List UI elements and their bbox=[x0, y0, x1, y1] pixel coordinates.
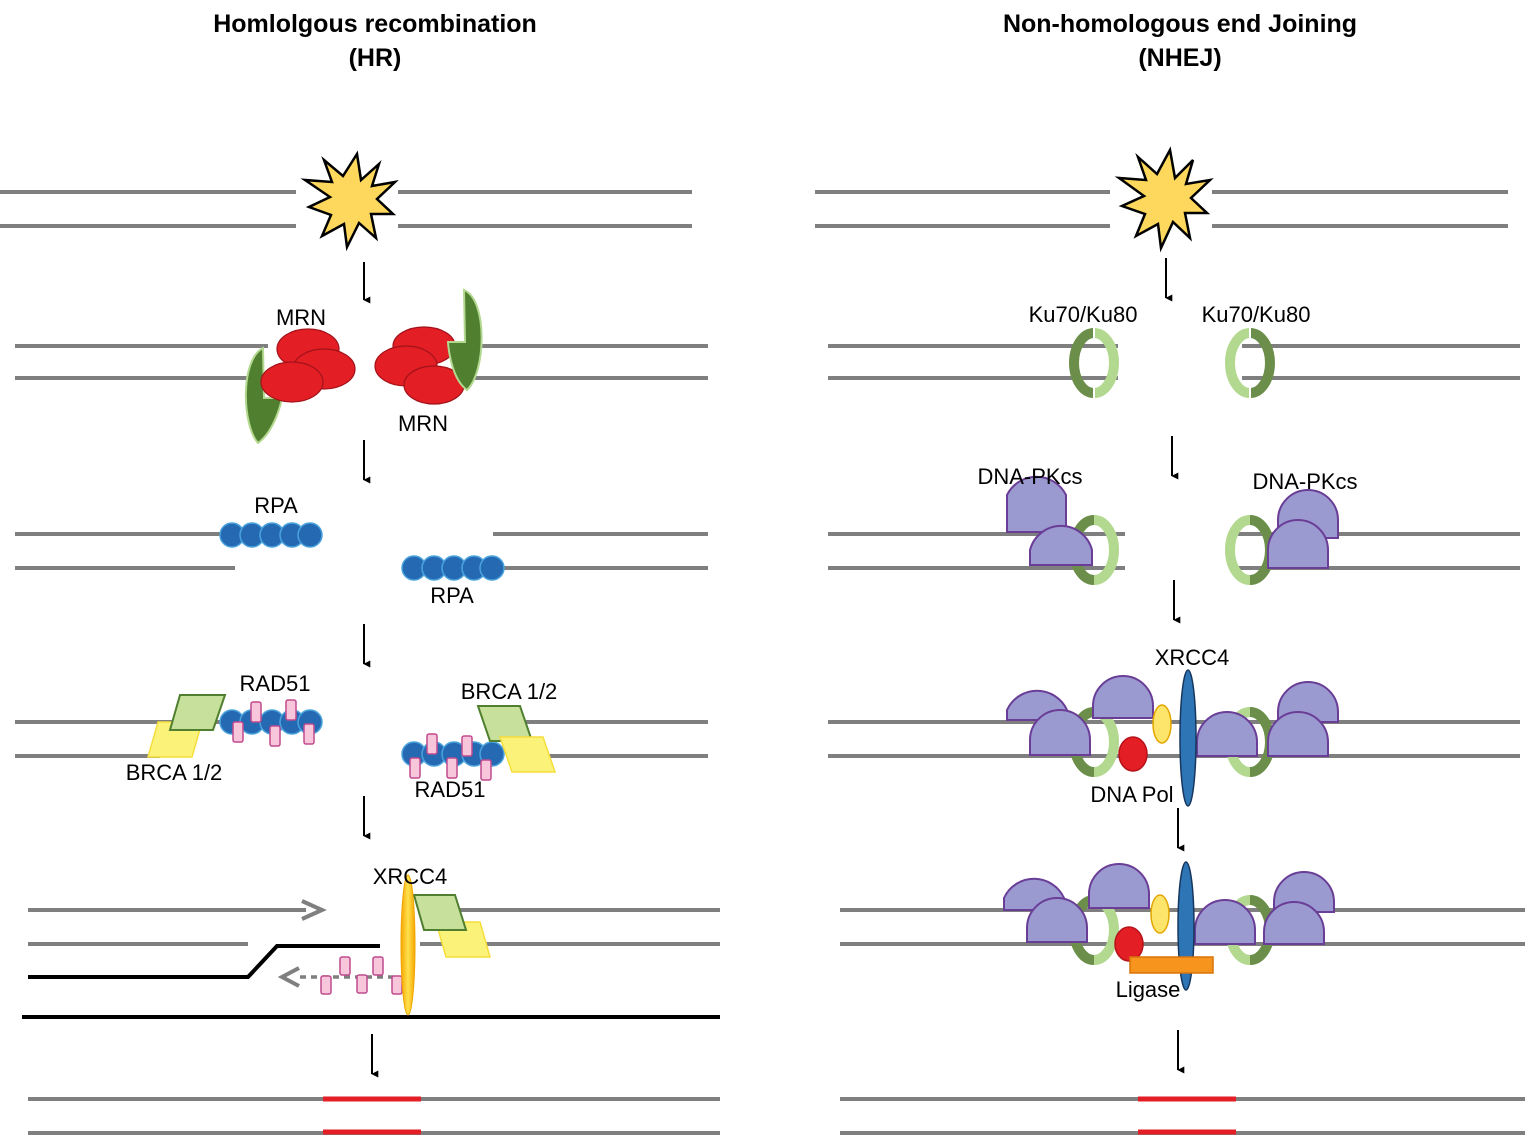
dnapk-label-left: DNA-PKcs bbox=[977, 464, 1082, 489]
nhej-step5-ligase: Ligase bbox=[840, 861, 1525, 1002]
hr-step4-rad51: RAD51 BRCA 1/2 BRCA 1/2 RAD51 bbox=[15, 671, 708, 802]
hr-step1-break bbox=[0, 150, 692, 252]
dna-pkcs-icon bbox=[1006, 475, 1067, 533]
dna-pkcs-icon bbox=[1194, 899, 1256, 945]
xrcc4-label-hr: XRCC4 bbox=[373, 864, 448, 889]
nhej-step4-xrcc4: XRCC4 DNA Pol bbox=[828, 645, 1520, 807]
rpa-chain-bottom bbox=[401, 555, 505, 581]
dna-pkcs-icon bbox=[1263, 901, 1325, 945]
dna-pkcs-icon bbox=[1088, 863, 1150, 909]
rad51-invasion bbox=[320, 956, 403, 995]
synthesis-arrow-icon bbox=[277, 966, 300, 988]
dnapk-label-right: DNA-PKcs bbox=[1252, 469, 1357, 494]
hr-step3-rpa: RPA RPA bbox=[15, 493, 708, 608]
dna-pkcs-icon bbox=[1026, 897, 1088, 943]
hr-title: Homlolgous recombination bbox=[213, 10, 537, 38]
mrn-oval-icon bbox=[260, 361, 324, 403]
damage-star-icon bbox=[300, 150, 399, 252]
xrcc4-bar-icon bbox=[400, 874, 416, 1016]
damage-star-icon bbox=[1114, 146, 1214, 253]
rad51-bottom bbox=[409, 733, 492, 781]
brca-label-right: BRCA 1/2 bbox=[461, 679, 558, 704]
xrcc4-partner-icon bbox=[1152, 704, 1172, 744]
mre11-leaf-right-icon bbox=[446, 288, 483, 392]
brca-yellow-right-icon bbox=[498, 736, 557, 773]
hr-step2-mrn: MRN MRN bbox=[15, 288, 708, 445]
nhej-step6-repaired bbox=[840, 1096, 1525, 1135]
rpa-label-bottom: RPA bbox=[430, 583, 474, 608]
hr-step5-invasion: XRCC4 bbox=[22, 864, 720, 1019]
ku-label-right: Ku70/Ku80 bbox=[1202, 302, 1311, 327]
extension-arrow-icon bbox=[301, 899, 327, 921]
mrn-label-bottom: MRN bbox=[398, 411, 448, 436]
mrn-label-top: MRN bbox=[276, 305, 326, 330]
ku-ring-right-icon bbox=[1225, 326, 1275, 400]
hr-step6-repaired bbox=[28, 1096, 720, 1135]
rpa-chain-top bbox=[219, 522, 323, 548]
dna-pkcs-icon bbox=[1196, 711, 1258, 757]
brca-green-right-icon bbox=[476, 705, 534, 742]
brca-label-left: BRCA 1/2 bbox=[126, 760, 223, 785]
dna-pol-icon bbox=[1118, 736, 1148, 772]
dna-pol-label: DNA Pol bbox=[1090, 782, 1173, 807]
rad51-top bbox=[232, 699, 315, 747]
ku-ring-right-icon bbox=[1225, 515, 1275, 585]
brca-green-left-icon bbox=[168, 694, 227, 731]
nhej-subtitle: (NHEJ) bbox=[1138, 44, 1221, 72]
ku-label-left: Ku70/Ku80 bbox=[1029, 302, 1138, 327]
hr-subtitle: (HR) bbox=[349, 44, 402, 72]
nhej-step2-ku: Ku70/Ku80 Ku70/Ku80 bbox=[828, 302, 1520, 400]
nhej-title: Non-homologous end Joining bbox=[1003, 10, 1357, 38]
rad51-label-bottom: RAD51 bbox=[415, 777, 486, 802]
xrcc4-bar-icon bbox=[1179, 669, 1197, 807]
nhej-step3-dnapk: DNA-PKcs DNA-PKcs bbox=[828, 464, 1520, 585]
ligase-label: Ligase bbox=[1116, 977, 1181, 1002]
ligase-bar-icon bbox=[1129, 956, 1214, 974]
ku-ring-left-icon bbox=[1069, 326, 1119, 400]
dna-pkcs-icon bbox=[1092, 675, 1154, 719]
dna-pkcs-icon bbox=[1029, 524, 1093, 566]
brca-green-icon bbox=[412, 894, 468, 931]
dna-pkcs-icon bbox=[1267, 711, 1329, 757]
rpa-label-top: RPA bbox=[254, 493, 298, 518]
xrcc4-label-nhej: XRCC4 bbox=[1155, 645, 1230, 670]
xrcc4-partner-icon bbox=[1150, 894, 1170, 934]
nhej-step1-break bbox=[815, 146, 1508, 253]
dna-pkcs-icon bbox=[1267, 519, 1329, 569]
dna-pol-icon bbox=[1114, 926, 1144, 962]
dna-pkcs-icon bbox=[1029, 709, 1091, 756]
rad51-label-top: RAD51 bbox=[240, 671, 311, 696]
